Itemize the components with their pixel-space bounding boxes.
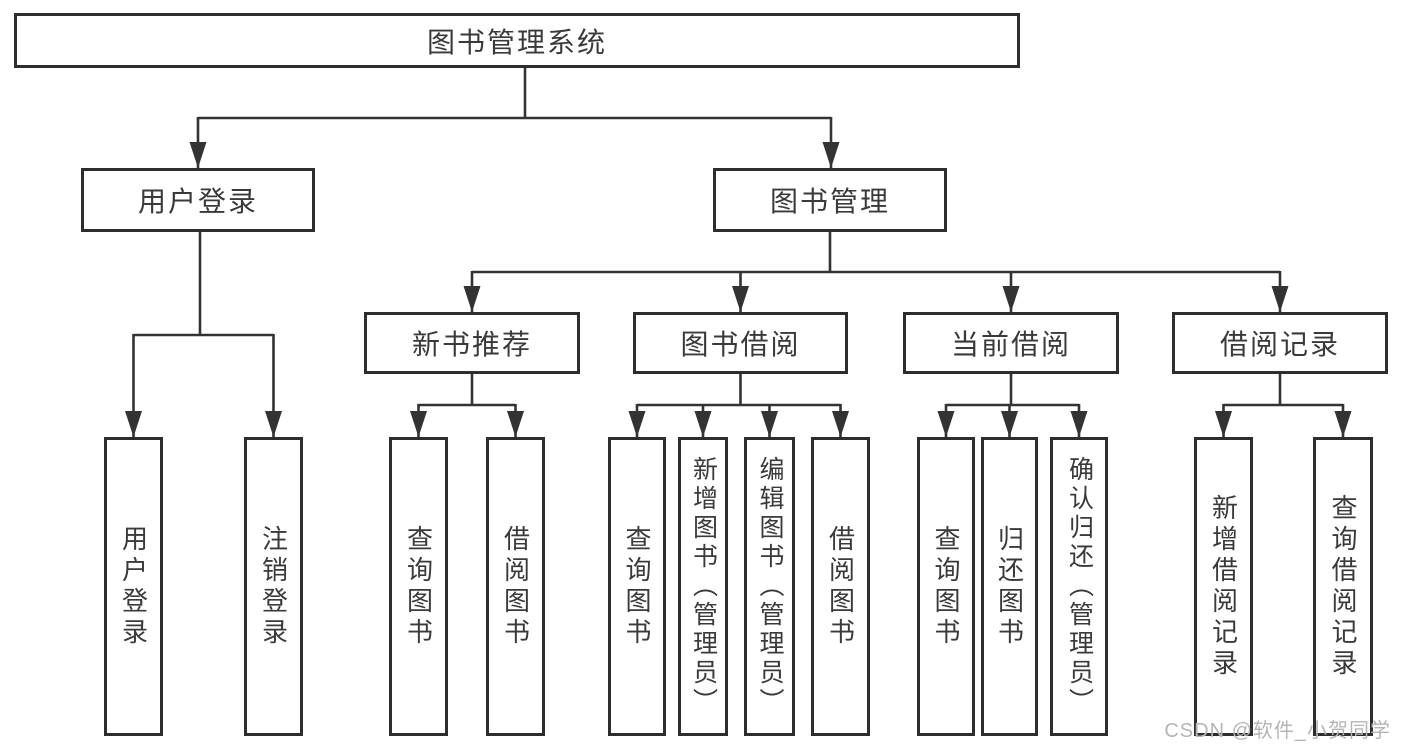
node-label: 图书管理系统 — [426, 26, 607, 58]
arrowhead — [463, 286, 481, 312]
arrowhead — [410, 411, 427, 437]
connector-book-management-children — [463, 231, 1289, 312]
leaf-label: 注销登录 — [258, 524, 289, 649]
arrowhead — [694, 411, 712, 437]
leaf-search-books-recommend: 查询图书 — [389, 437, 448, 736]
leaf-borrow-books: 借阅图书 — [811, 437, 870, 736]
node-label: 借阅记录 — [1219, 329, 1340, 360]
node-book-borrow: 图书借阅 — [633, 312, 848, 374]
leaf-search-borrow-record: 查询借阅记录 — [1313, 437, 1373, 736]
leaf-label: 新增借阅记录 — [1208, 493, 1239, 680]
node-label: 图书管理 — [769, 186, 890, 217]
arrowhead — [1001, 411, 1018, 437]
arrowhead — [1002, 286, 1020, 312]
arrowhead — [1334, 411, 1352, 437]
leaf-label: 用户登录 — [118, 524, 149, 649]
node-book-management: 图书管理 — [713, 168, 947, 232]
node-new-book-recommend: 新书推荐 — [364, 312, 580, 374]
node-label: 新书推荐 — [411, 329, 532, 360]
arrowhead — [265, 411, 282, 437]
node-label: 当前借阅 — [950, 329, 1071, 360]
node-label: 图书借阅 — [680, 329, 801, 360]
leaf-label: 查询图书 — [622, 524, 652, 649]
arrowhead — [822, 142, 840, 168]
node-current-borrow: 当前借阅 — [903, 312, 1119, 374]
leaf-label: 查询图书 — [931, 524, 961, 649]
leaf-label: 查询借阅记录 — [1328, 493, 1358, 680]
leaf-search-books-borrow: 查询图书 — [608, 437, 666, 736]
csdn-watermark: CSDN @软件_小贺同学 — [1164, 720, 1391, 742]
arrowhead — [628, 411, 646, 437]
node-label: 用户登录 — [137, 186, 258, 217]
connector-root-to-level2 — [189, 68, 840, 168]
leaf-label: 归还图书 — [994, 524, 1025, 649]
leaf-label: 借阅图书 — [500, 524, 531, 649]
arrowhead — [1070, 411, 1088, 437]
leaf-logout: 注销登录 — [244, 437, 303, 736]
arrowhead — [1271, 286, 1289, 312]
arrowhead — [507, 411, 524, 437]
leaf-edit-books-admin: 编辑图书（管理员） — [744, 437, 795, 736]
connector-borrow-records-children — [1215, 374, 1352, 437]
leaf-label: 新增图书（管理员） — [689, 456, 718, 717]
arrowhead — [761, 411, 778, 437]
leaf-label: 编辑图书（管理员） — [756, 456, 784, 717]
node-system-title: 图书管理系统 — [14, 13, 1020, 68]
arrowhead — [189, 142, 207, 168]
arrowhead — [732, 286, 749, 312]
leaf-label: 借阅图书 — [825, 524, 856, 649]
arrowhead — [832, 411, 849, 437]
leaf-add-borrow-record: 新增借阅记录 — [1194, 437, 1253, 736]
leaf-confirm-return-admin: 确认归还（管理员） — [1050, 437, 1108, 736]
node-user-login: 用户登录 — [81, 168, 315, 232]
arrowhead — [937, 411, 955, 437]
leaf-user-login: 用户登录 — [104, 437, 163, 736]
connector-new-book-recommend-children — [410, 374, 524, 437]
connector-book-borrow-children — [628, 374, 849, 437]
leaf-search-books-current: 查询图书 — [917, 437, 975, 736]
leaf-label: 确认归还（管理员） — [1065, 456, 1094, 717]
leaf-return-books: 归还图书 — [981, 437, 1038, 736]
leaf-borrow-books-recommend: 借阅图书 — [486, 437, 545, 736]
connector-current-borrow-children — [937, 374, 1088, 437]
arrowhead — [125, 411, 142, 437]
leaf-label: 查询图书 — [403, 524, 434, 649]
connector-user-login-children — [125, 232, 282, 437]
node-borrow-records: 借阅记录 — [1172, 312, 1388, 374]
arrowhead — [1215, 411, 1232, 437]
leaf-add-books-admin: 新增图书（管理员） — [678, 437, 728, 736]
